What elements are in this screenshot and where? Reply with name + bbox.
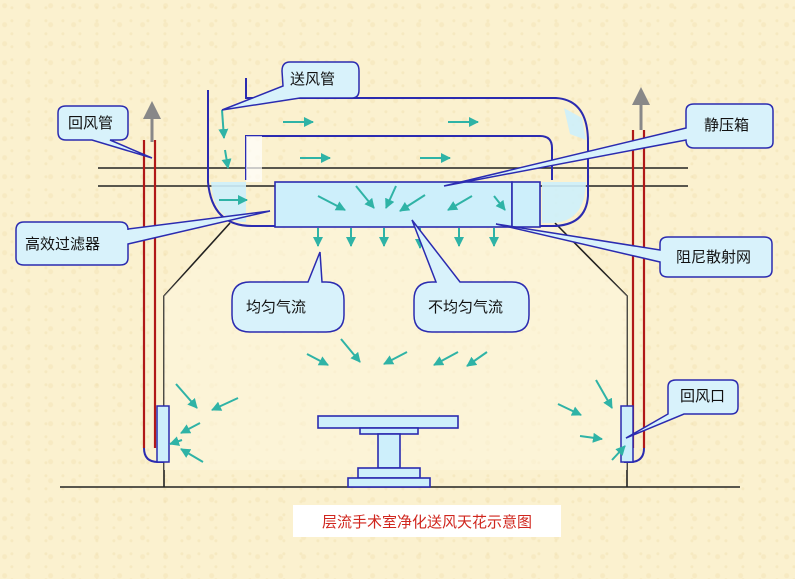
diagram-caption: 层流手术室净化送风天花示意图 (293, 505, 561, 537)
return-vent-label: 回风口 (680, 387, 726, 405)
airflow-arrows (169, 109, 626, 463)
operating-table (317, 415, 459, 488)
right-return-duct (631, 130, 646, 448)
plenum-label: 静压箱 (704, 116, 750, 134)
damper-box (511, 181, 541, 228)
hepa-filter-callout-shape (15, 210, 271, 266)
return-duct-callout-shape (57, 105, 153, 159)
supply-duct-label: 送风管 (290, 70, 336, 88)
damper-mesh-label: 阻尼散射网 (676, 248, 752, 266)
nonuniform-flow-callout-shape (411, 219, 530, 333)
nonuniform-flow-label: 不均匀气流 (428, 298, 504, 316)
damper-mesh-callout-shape (495, 223, 773, 278)
return-duct-label: 回风管 (68, 114, 114, 132)
supply-duct (207, 78, 589, 227)
uniform-flow-callout-shape (231, 251, 345, 333)
supply-duct-callout-shape (221, 61, 360, 111)
callouts (15, 61, 774, 439)
uniform-flow-label: 均匀气流 (246, 298, 307, 316)
duct-fill-left (211, 182, 246, 222)
left-return-duct (142, 140, 157, 448)
return-vent-callout-shape (625, 379, 739, 439)
duct-fill-corner (564, 108, 586, 140)
left-return-vent (143, 405, 170, 463)
duct-inner-left (246, 136, 262, 182)
plenum-box (274, 181, 513, 228)
hepa-filter-label: 高效过滤器 (25, 235, 101, 253)
plenum-callout-shape (443, 103, 774, 187)
duct-fill-right (542, 182, 586, 223)
